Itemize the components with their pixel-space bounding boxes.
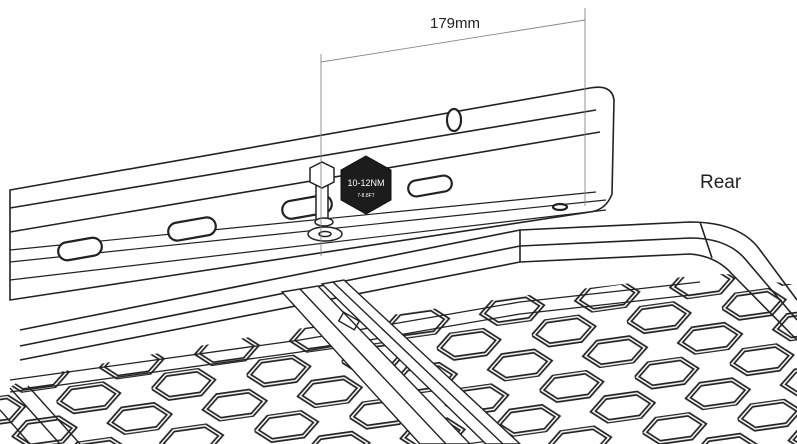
frame-rail	[19, 221, 797, 361]
torque-badge: 10-12NM 7-8.8FT	[340, 155, 392, 215]
slot-1	[57, 236, 103, 262]
dimension-label: 179mm	[430, 15, 480, 32]
cross-slat-far-left	[0, 385, 81, 444]
bolt-head-icon	[309, 161, 335, 189]
rear-label: Rear	[700, 172, 742, 193]
cross-slat-right	[320, 279, 522, 444]
torque-value-ft: 7-8.8FT	[357, 193, 375, 199]
round-hole	[445, 107, 463, 133]
slot-4	[407, 174, 453, 198]
dimension-line	[320, 19, 586, 63]
small-hole	[551, 202, 569, 212]
washer-upper	[314, 217, 334, 227]
cross-slat-left	[280, 285, 471, 444]
torque-value: 10-12NM	[347, 178, 384, 188]
mounting-bracket	[9, 86, 615, 301]
dimension-lines	[320, 8, 586, 256]
inner-frame-rail	[9, 281, 701, 393]
bolt-assembly	[307, 161, 343, 242]
hex-nut-icon	[340, 155, 392, 215]
slot-2	[167, 216, 217, 242]
